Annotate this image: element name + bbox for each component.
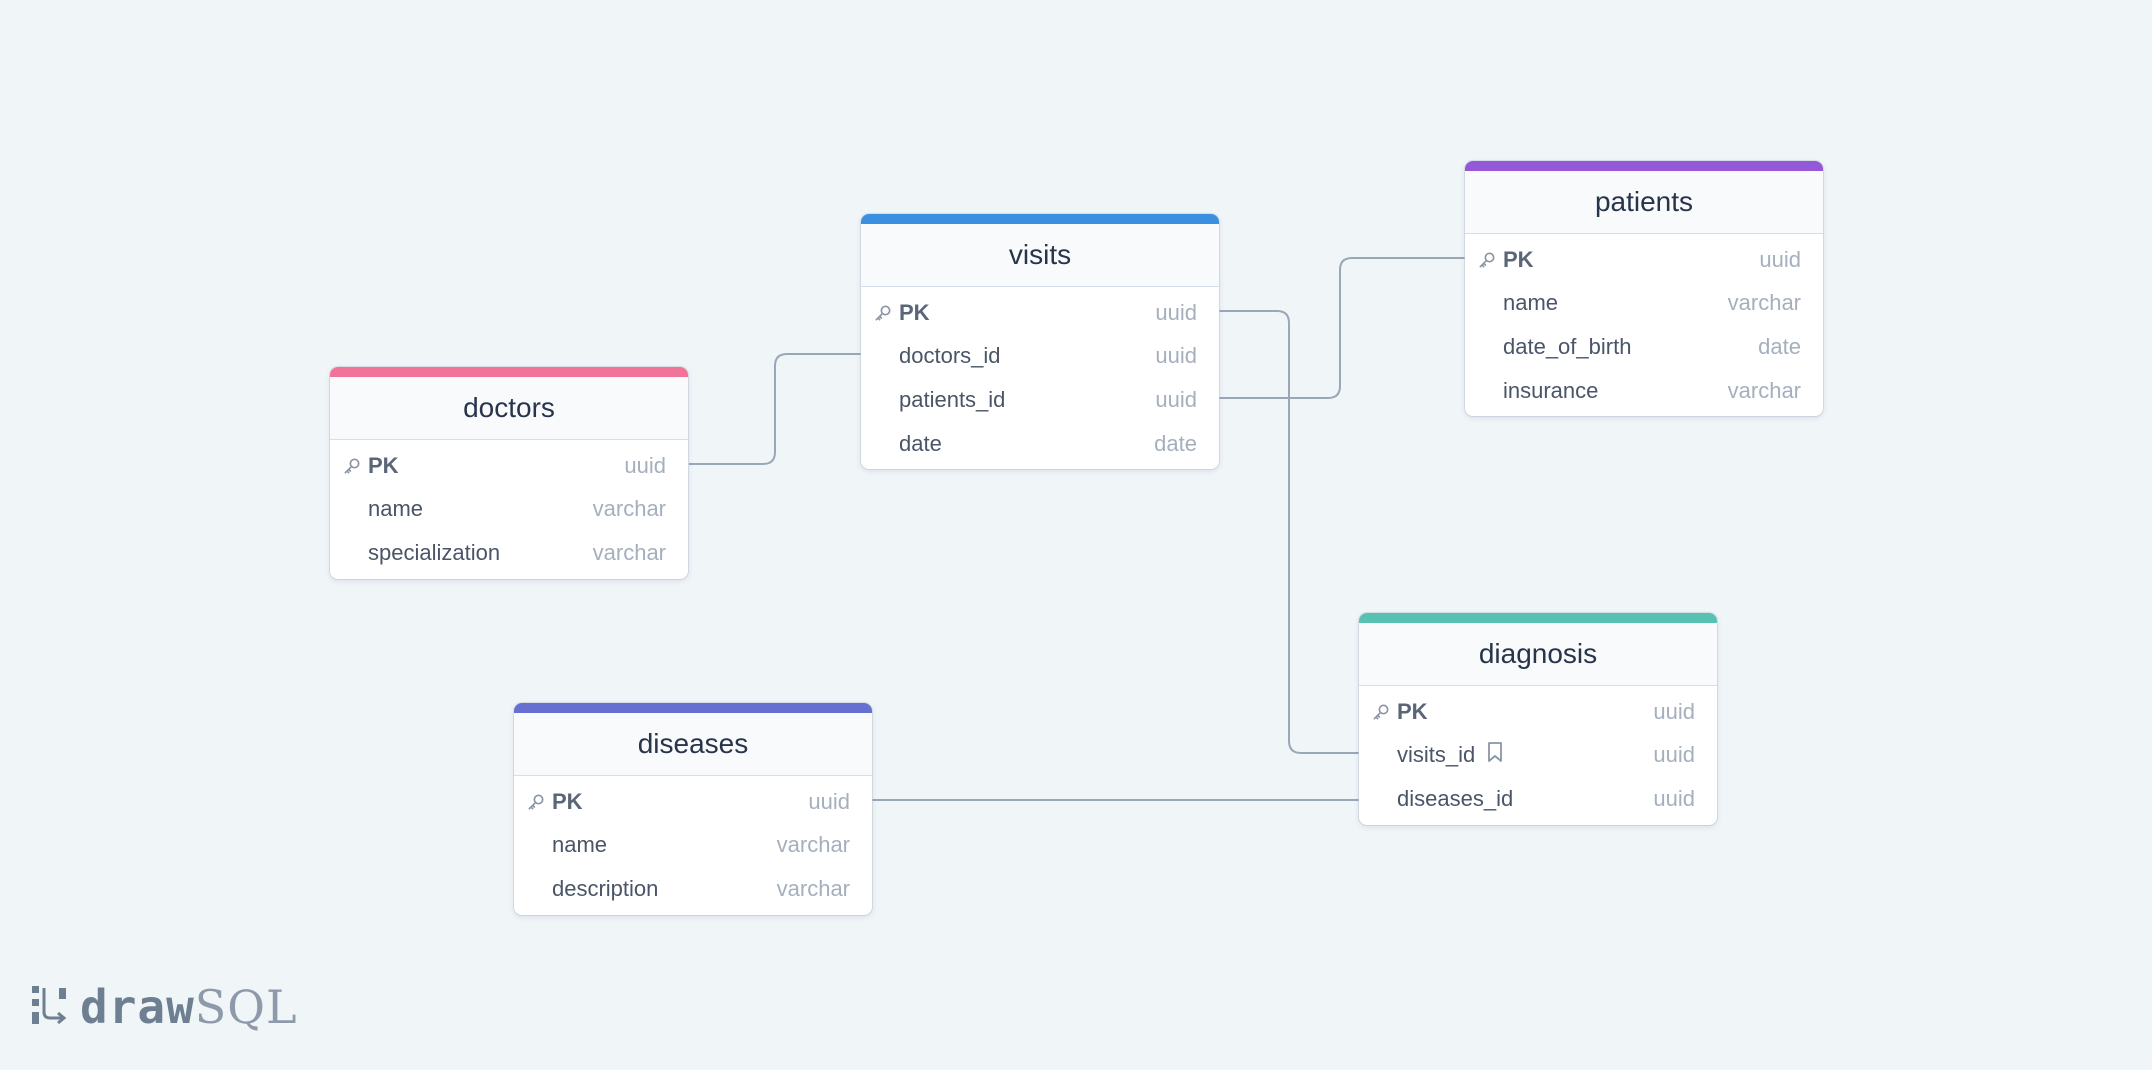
connector-visits-patients [1218,257,1465,399]
field-type: uuid [1759,246,1801,272]
table-diagnosis[interactable]: diagnosis PK uuid visits_id uuid disease… [1359,613,1717,825]
field-name: PK [1397,698,1428,724]
field-type: uuid [1653,698,1695,724]
field-type: varchar [592,539,666,565]
field-name: name [552,832,608,858]
field-name: diseases_id [1397,785,1514,811]
table-color-bar [861,214,1219,224]
table-patients[interactable]: patients PK uuid name varchar date_of_bi… [1465,161,1823,417]
field-name: PK [552,788,583,814]
field-row-insurance[interactable]: insurance varchar [1465,369,1823,413]
field-type: varchar [1727,290,1801,316]
brand-prefix: draw [80,980,195,1034]
field-name: date [899,430,942,456]
connector-visits-diagnosis [1218,310,1359,754]
field-type: date [1154,430,1197,456]
field-list: PK uuid name varchar specialization varc… [330,440,688,579]
key-icon [1477,250,1503,270]
field-type: varchar [1727,377,1801,403]
key-icon [526,792,552,812]
table-color-bar [1465,161,1823,171]
key-icon [342,456,368,476]
field-row-pk[interactable]: PK uuid [514,780,872,824]
field-list: PK uuid visits_id uuid diseases_id uuid [1359,686,1717,825]
field-name: doctors_id [899,343,1001,369]
field-row-specialization[interactable]: specialization varchar [330,531,688,575]
field-name: name [368,496,424,522]
field-type: varchar [776,832,850,858]
table-visits[interactable]: visits PK uuid doctors_id uuid patients_… [861,214,1219,470]
field-name: name [1503,290,1559,316]
bookmark-icon[interactable] [1485,741,1505,769]
table-title[interactable]: doctors [330,377,688,440]
field-type: uuid [624,452,666,478]
drawsql-logo-icon [30,982,70,1033]
field-name: PK [899,299,930,325]
table-color-bar [1359,613,1717,623]
field-type: uuid [1155,386,1197,412]
field-name: insurance [1503,377,1599,403]
field-name: patients_id [899,386,1006,412]
field-type: varchar [776,875,850,901]
field-row-patients-id[interactable]: patients_id uuid [861,378,1219,422]
field-type: uuid [1155,343,1197,369]
field-row-name[interactable]: name varchar [514,824,872,868]
table-title[interactable]: diseases [514,713,872,776]
field-row-description[interactable]: description varchar [514,867,872,911]
table-title[interactable]: patients [1465,171,1823,234]
field-row-pk[interactable]: PK uuid [330,444,688,488]
field-row-pk[interactable]: PK uuid [861,291,1219,335]
field-row-diseases-id[interactable]: diseases_id uuid [1359,777,1717,821]
key-icon [873,303,899,323]
key-icon [1371,702,1397,722]
table-title[interactable]: visits [861,224,1219,287]
table-diseases[interactable]: diseases PK uuid name varchar descriptio… [514,703,872,915]
field-row-date-of-birth[interactable]: date_of_birth date [1465,325,1823,369]
field-name: PK [368,452,399,478]
field-name: PK [1503,246,1534,272]
table-color-bar [514,703,872,713]
field-name: specialization [368,539,501,565]
field-type: uuid [1653,742,1695,768]
field-row-doctors-id[interactable]: doctors_id uuid [861,335,1219,379]
field-name: description [552,875,659,901]
brand-logo[interactable]: drawSQL [30,980,298,1034]
connector-doctors-visits [689,353,861,465]
table-doctors[interactable]: doctors PK uuid name varchar specializat… [330,367,688,579]
brand-wordmark: drawSQL [80,980,298,1034]
field-row-name[interactable]: name varchar [330,488,688,532]
field-row-pk[interactable]: PK uuid [1359,690,1717,734]
field-row-date[interactable]: date date [861,422,1219,466]
field-type: date [1758,333,1801,359]
field-type: uuid [1155,299,1197,325]
field-type: uuid [1653,785,1695,811]
field-row-name[interactable]: name varchar [1465,282,1823,326]
field-name: visits_id [1397,742,1476,768]
field-list: PK uuid name varchar date_of_birth date … [1465,234,1823,416]
field-type: varchar [592,496,666,522]
field-list: PK uuid doctors_id uuid patients_id uuid… [861,287,1219,469]
field-list: PK uuid name varchar description varchar [514,776,872,915]
field-name-with-note: visits_id [1397,741,1653,769]
field-name: date_of_birth [1503,333,1632,359]
field-row-visits-id[interactable]: visits_id uuid [1359,734,1717,778]
table-color-bar [330,367,688,377]
brand-suffix: SQL [194,980,298,1034]
table-title[interactable]: diagnosis [1359,623,1717,686]
field-row-pk[interactable]: PK uuid [1465,238,1823,282]
field-type: uuid [808,788,850,814]
